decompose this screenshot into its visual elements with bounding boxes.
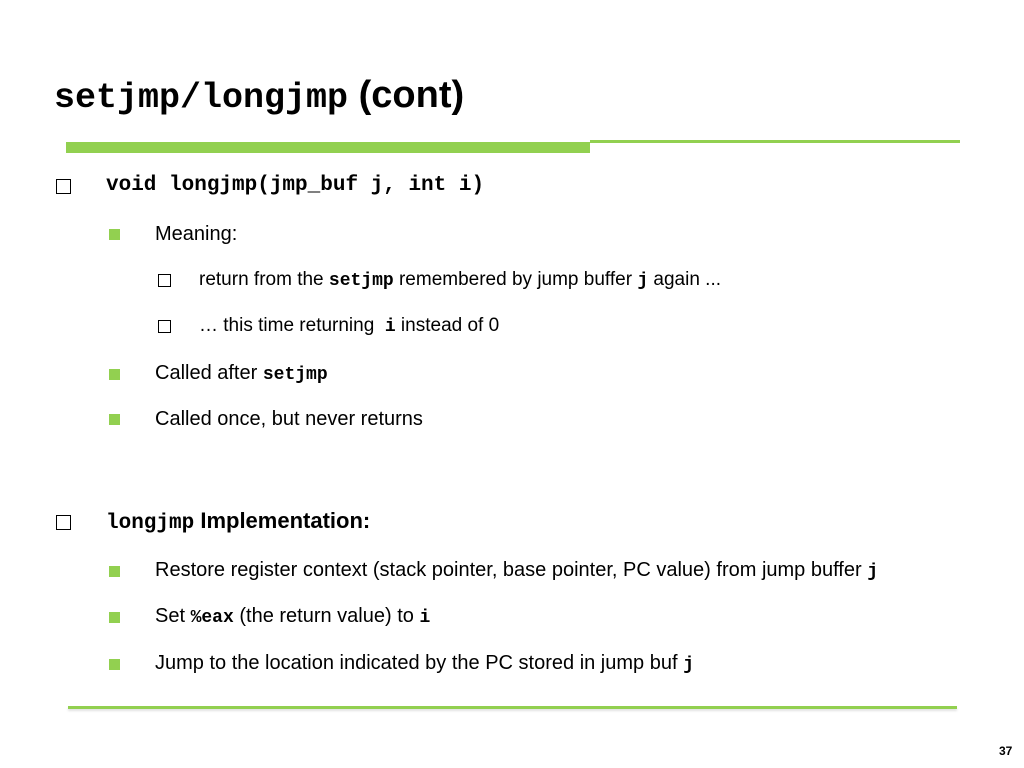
green-square-bullet-icon [109,611,120,623]
title-code: setjmp/longjmp [54,78,349,118]
green-square-bullet-icon [109,565,120,577]
bullet-set-eax: Set %eax (the return value) to i [109,603,430,631]
i-code: i [419,608,431,628]
hollow-square-bullet-icon [158,320,171,333]
green-square-bullet-icon [109,413,120,425]
jump-location-text: Jump to the location indicated by the PC… [155,652,694,675]
set-eax-text: Set %eax (the return value) to i [155,605,431,628]
longjmp-code: longjmp [106,512,195,535]
bullet-return-from-setjmp: return from the setjmp remembered by jum… [158,267,721,294]
bullet-jump-location: Jump to the location indicated by the PC… [109,650,694,678]
meaning-label: Meaning: [155,223,238,245]
bullet-called-after: Called after setjmp [109,360,328,388]
page-number: 37 [999,744,1013,758]
implementation-heading: longjmp Implementation: [106,508,371,535]
hollow-square-bullet-icon [56,515,71,530]
bullet-called-once: Called once, but never returns [109,406,423,432]
title-underline-thick [66,142,590,153]
j-code: j [683,655,694,675]
bullet-restore-context: Restore register context (stack pointer,… [109,557,878,585]
green-square-bullet-icon [109,228,120,240]
restore-context-text: Restore register context (stack pointer,… [155,559,878,582]
hollow-square-bullet-icon [158,274,171,287]
called-once-text: Called once, but never returns [155,408,423,430]
setjmp-code: setjmp [262,365,328,385]
green-square-bullet-icon [109,658,120,670]
called-after-text: Called after setjmp [155,362,328,385]
bullet-this-time-returning: … this time returning i instead of 0 [158,313,499,340]
bullet-longjmp-implementation: longjmp Implementation: [56,508,370,537]
bullet-longjmp-signature: void longjmp(jmp_buf j, int i) [56,173,484,199]
bullet-meaning: Meaning: [109,221,237,247]
i-code: i [384,317,396,337]
j-code: j [867,562,878,582]
title-underline-thin [590,140,960,143]
footer-rule [68,706,957,709]
return-from-text: return from the setjmp remembered by jum… [199,269,722,291]
setjmp-code: setjmp [328,271,394,291]
j-code: j [637,271,649,291]
longjmp-signature-code: void longjmp(jmp_buf j, int i) [106,174,485,197]
hollow-square-bullet-icon [56,178,71,194]
slide-title: setjmp/longjmp (cont) [54,68,464,125]
title-text: (cont) [358,74,465,116]
green-square-bullet-icon [109,368,120,380]
this-time-text: … this time returning i instead of 0 [199,315,500,337]
eax-code: %eax [190,608,234,628]
